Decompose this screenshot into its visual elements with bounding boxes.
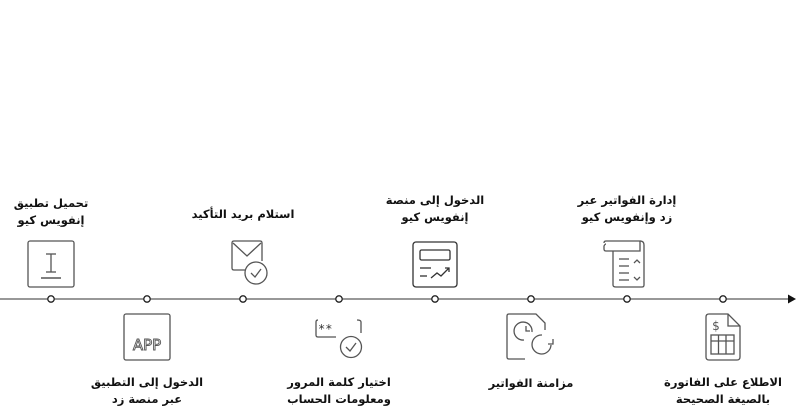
step-7-label-line-1: إدارة الفواتير عبر xyxy=(577,193,677,207)
step-2-label-line-1: الدخول إلى التطبيق xyxy=(90,375,204,389)
step-4-label: اختيار كلمة المرور ومعلومات الحساب xyxy=(274,374,404,408)
timeline-dot xyxy=(335,295,343,303)
step-3-label-line-1: استلام بريد التأكيد xyxy=(191,207,295,221)
document-sync-icon xyxy=(506,313,554,360)
password-check-icon: ** xyxy=(315,319,363,359)
step-8-label-line-2: بالصيغة الصحيحة xyxy=(675,392,771,406)
step-3-label: استلام بريد التأكيد xyxy=(178,206,308,223)
envelope-check-icon xyxy=(231,240,268,285)
timeline-arrowhead-icon xyxy=(788,294,796,304)
text-cursor-icon xyxy=(27,240,75,288)
step-4-label-line-2: ومعلومات الحساب xyxy=(287,392,391,406)
timeline-dot xyxy=(143,295,151,303)
timeline-dot xyxy=(527,295,535,303)
timeline-dot xyxy=(47,295,55,303)
step-5-label-line-2: إنفويس كيو xyxy=(401,210,469,224)
step-1-label-line-2: إنفويس كيو xyxy=(17,213,85,227)
step-4-label-line-1: اختيار كلمة المرور xyxy=(287,375,391,389)
timeline-dot xyxy=(719,295,727,303)
timeline-dot xyxy=(623,295,631,303)
step-2-label-line-2: عبر منصة زد xyxy=(111,392,183,406)
step-5-label-line-1: الدخول إلى منصة xyxy=(385,193,485,207)
invoice-dollar-icon: $ xyxy=(705,313,741,361)
svg-text:$: $ xyxy=(712,319,720,333)
step-7-label-line-2: زد وإنفويس كيو xyxy=(581,210,673,224)
timeline-dot xyxy=(431,295,439,303)
step-1-label-line-1: تحميل تطبيق xyxy=(13,196,89,210)
dashboard-chart-icon xyxy=(412,241,458,288)
step-8-label: الاطلاع على الفاتورة بالصيغة الصحيحة xyxy=(658,374,788,408)
scroll-list-icon xyxy=(603,240,645,288)
step-6-label: مزامنة الفواتير xyxy=(466,375,596,392)
step-1-label: تحميل تطبيق إنفويس كيو xyxy=(0,195,116,229)
step-8-label-line-1: الاطلاع على الفاتورة xyxy=(664,375,782,389)
app-icon-text: APP xyxy=(133,336,161,354)
timeline-dot xyxy=(239,295,247,303)
step-2-label: الدخول إلى التطبيق عبر منصة زد xyxy=(82,374,212,408)
step-6-label-line-1: مزامنة الفواتير xyxy=(488,376,574,390)
app-icon: APP xyxy=(123,313,171,361)
svg-text:**: ** xyxy=(318,322,332,336)
timeline-dots xyxy=(47,295,727,303)
step-7-label: إدارة الفواتير عبر زد وإنفويس كيو xyxy=(562,192,692,226)
step-5-label: الدخول إلى منصة إنفويس كيو xyxy=(370,192,500,226)
